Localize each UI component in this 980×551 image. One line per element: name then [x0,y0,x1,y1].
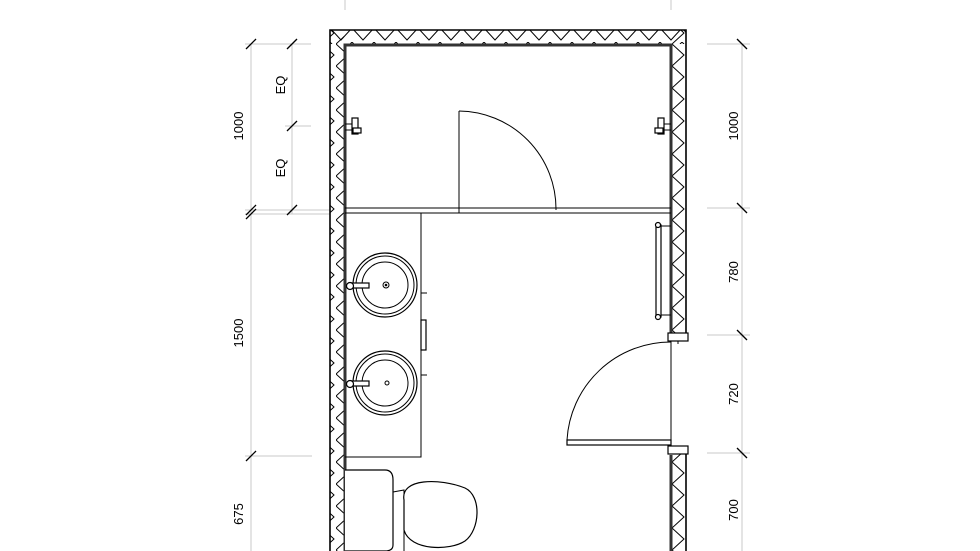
toilet [345,469,478,551]
dim-label-left-1500: 1500 [231,319,246,348]
towel-rail [654,221,671,321]
dim-label-left-eq-top: EQ [273,76,288,95]
shower-door[interactable] [458,110,557,213]
sink-lower [345,350,418,416]
entrance-door[interactable] [566,341,672,446]
dim-label-left-eq-bottom: EQ [273,159,288,178]
sink-upper [345,252,418,318]
dimension-labels-right: 1000 780 720 700 [726,112,741,521]
shower-valve-left [345,117,362,135]
dimension-labels-left: 1000 EQ EQ 1500 675 [231,76,288,525]
top-reference-lines [344,0,672,10]
dim-label-right-1000: 1000 [726,112,741,141]
dim-label-left-1000: 1000 [231,112,246,141]
dim-label-right-780: 780 [726,261,741,283]
shower-valve-right [654,117,671,135]
dim-label-right-700: 700 [726,499,741,521]
dim-label-right-720: 720 [726,383,741,405]
shower-partition [345,207,671,214]
left-dimension-chain [245,38,330,551]
dim-label-left-675: 675 [231,503,246,525]
vanity-counter [345,212,427,458]
exterior-wall [329,29,689,551]
right-dimension-chain [707,38,750,551]
